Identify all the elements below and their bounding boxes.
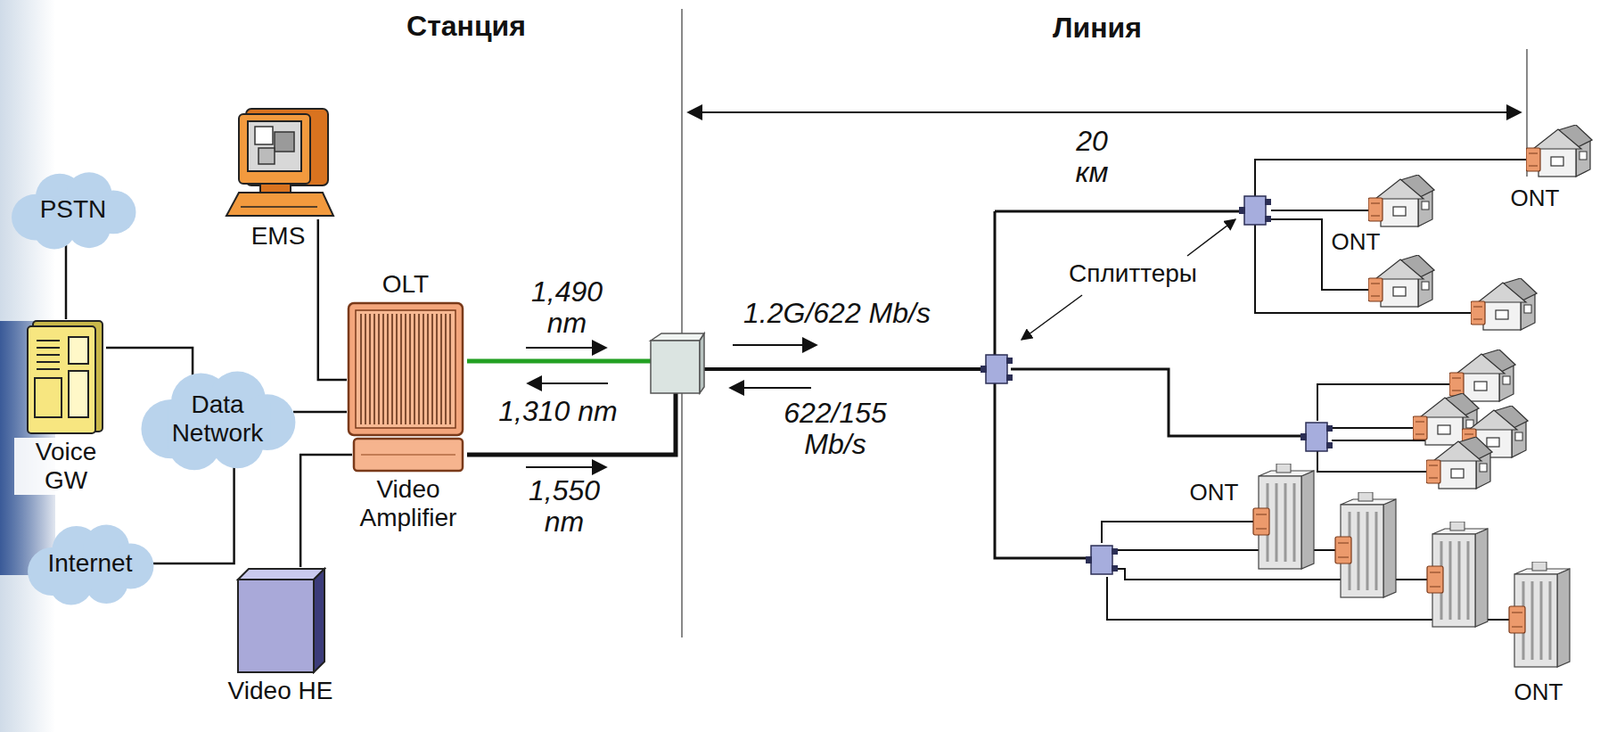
text-label: Линия <box>1052 12 1142 44</box>
icon-picture <box>234 566 327 674</box>
headend-node: Video HE <box>228 566 334 708</box>
text-label: 1,490 nm <box>517 276 616 339</box>
text-label: ONT <box>1189 479 1239 505</box>
text-label: Станция <box>406 10 526 42</box>
node-label: Video HE <box>228 676 334 706</box>
text-label: 1,550 nm <box>515 475 614 538</box>
text-label: ONT <box>1331 229 1381 255</box>
icon <box>25 319 107 435</box>
text-label: ONT <box>1514 679 1564 705</box>
connector <box>293 410 347 414</box>
icon-picture <box>25 319 107 435</box>
node-label: Internet <box>48 549 133 578</box>
gateway-node: Voice GW <box>14 319 118 498</box>
icon-picture <box>346 301 465 437</box>
text-label: ONT <box>1510 185 1560 211</box>
icon <box>234 566 327 674</box>
text-label: Сплиттеры <box>1068 260 1198 288</box>
node-label: Video Amplifier <box>341 475 476 533</box>
node-label: PSTN <box>40 195 107 224</box>
node-label: OLT <box>382 270 429 299</box>
text-label: 1,310 nm <box>498 395 617 427</box>
node-label: EMS <box>251 221 306 251</box>
text-label: 1.2G/622 Mb/s <box>743 297 931 329</box>
connector <box>106 347 193 376</box>
amplifier-node: Video Amplifier <box>341 436 476 535</box>
icon-picture <box>352 436 465 473</box>
node-label: Data Network <box>154 390 281 448</box>
olt-node: OLT <box>346 267 465 437</box>
connector <box>300 454 353 567</box>
connector <box>65 245 68 320</box>
node-label: Voice GW <box>14 437 118 495</box>
cloud-node: Internet <box>22 520 158 607</box>
icon <box>352 436 465 473</box>
text-label: 20 км <box>1060 125 1124 189</box>
cloud-node: Data Network <box>134 366 301 472</box>
connector <box>318 219 347 380</box>
terminal-node: EMS <box>221 105 336 254</box>
icon <box>221 105 336 220</box>
icon <box>346 301 465 437</box>
text-label: 622/155 Mb/s <box>759 397 911 460</box>
icon-picture <box>221 105 336 220</box>
cloud-node: PSTN <box>6 168 140 251</box>
connector <box>150 464 235 564</box>
